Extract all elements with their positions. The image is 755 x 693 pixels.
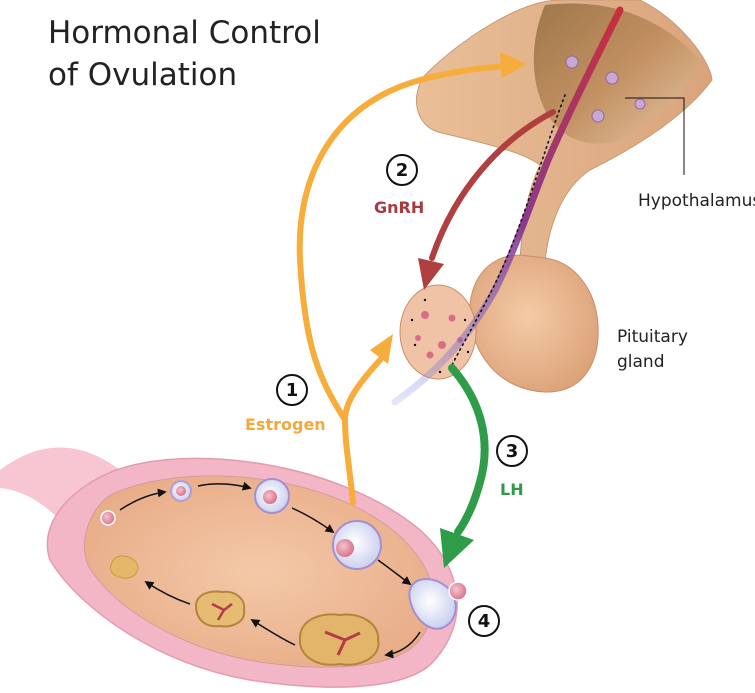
step-marker-2: 2	[387, 155, 417, 185]
step-marker-1: 1	[277, 375, 307, 405]
pituitary-label-line1: Pituitary	[617, 327, 688, 347]
pituitary-label-line2: gland	[617, 352, 665, 372]
hypothalamus-label: Hypothalamus	[638, 191, 755, 211]
estrogen-label: Estrogen	[245, 415, 326, 434]
corpus-luteum-regressing	[196, 592, 244, 627]
gnrh-label: GnRH	[374, 198, 424, 217]
title-line-1: Hormonal Control	[48, 15, 321, 51]
step-marker-4: 4	[469, 606, 499, 636]
svg-text:1: 1	[286, 380, 299, 401]
lh-arrow	[440, 368, 485, 568]
title-line-2: of Ovulation	[48, 57, 237, 93]
follicle-primary	[171, 481, 191, 501]
step-marker-3: 3	[497, 436, 527, 466]
corpus-luteum	[300, 614, 379, 664]
follicle-secondary	[255, 479, 289, 513]
svg-text:4: 4	[478, 611, 491, 632]
svg-text:3: 3	[506, 441, 519, 462]
follicle-primordial	[101, 511, 115, 525]
follicle-tertiary	[333, 521, 381, 569]
svg-text:2: 2	[396, 160, 409, 181]
lh-label: LH	[500, 480, 524, 499]
